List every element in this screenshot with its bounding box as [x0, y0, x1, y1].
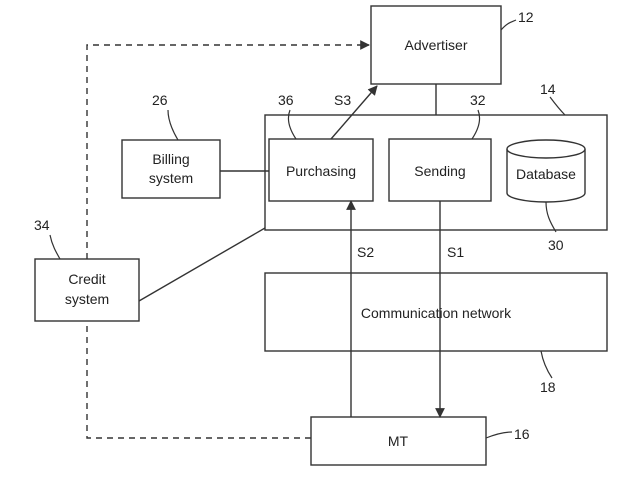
ref-34-leader [49, 234, 61, 260]
billing-label-line2: system [149, 170, 193, 186]
ref-18-leader [540, 350, 553, 379]
s3-arrow [330, 85, 378, 140]
ref-18: 18 [540, 379, 556, 395]
ref-16-leader [485, 431, 513, 439]
credit-system-block: Credit system [34, 258, 140, 322]
ref-12-leader [500, 19, 517, 31]
mt-credit-dashed-link [86, 321, 311, 439]
credit-label-line2: system [65, 291, 109, 307]
credit-server-link [138, 227, 266, 302]
ref-30-leader [545, 201, 557, 233]
ref-14-leader [549, 96, 566, 116]
advertiser-block: Advertiser [370, 5, 502, 85]
ref-36-leader [287, 109, 297, 140]
s2-label: S2 [357, 244, 374, 260]
ref-32: 32 [470, 92, 486, 108]
database-icon: Database [506, 139, 586, 203]
ref-14: 14 [540, 81, 556, 97]
sending-block: Sending [388, 138, 492, 202]
ref-36: 36 [278, 92, 294, 108]
ref-26: 26 [152, 92, 168, 108]
ref-32-leader [471, 109, 481, 140]
network-label: Communication network [361, 305, 512, 321]
advertiser-label: Advertiser [404, 37, 467, 53]
ref-30: 30 [548, 237, 564, 253]
sending-label: Sending [414, 163, 465, 179]
s3-label: S3 [334, 92, 351, 108]
ref-26-leader [167, 109, 179, 141]
mt-label: MT [388, 433, 409, 449]
ref-12: 12 [518, 9, 534, 25]
purchasing-label: Purchasing [286, 163, 356, 179]
credit-label-line1: Credit [68, 271, 105, 287]
billing-system-block: Billing system [121, 139, 221, 199]
s1-label: S1 [447, 244, 464, 260]
ref-16: 16 [514, 426, 530, 442]
billing-label-line1: Billing [152, 151, 189, 167]
ref-34: 34 [34, 217, 50, 233]
mt-block: MT [310, 416, 487, 466]
database-label: Database [516, 166, 576, 182]
communication-network-block: Communication network [264, 272, 608, 352]
credit-advertiser-dashed-link [86, 40, 370, 259]
purchasing-block: Purchasing [268, 138, 374, 202]
